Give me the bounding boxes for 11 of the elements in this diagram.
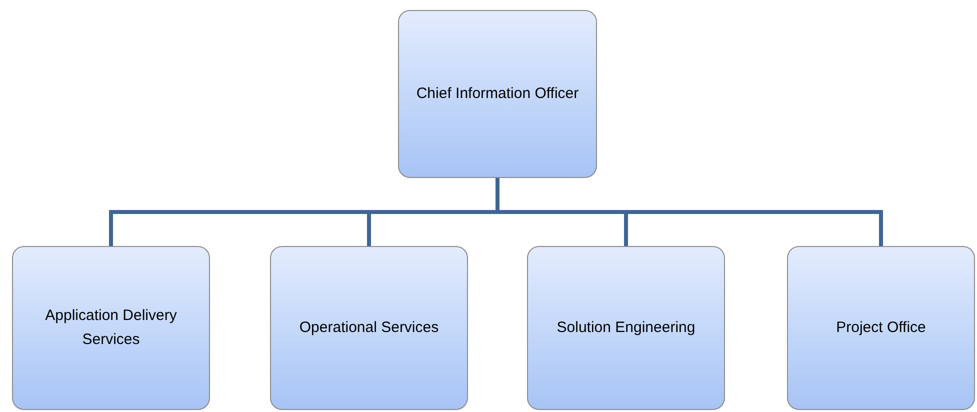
box-label: Operational Services: [299, 318, 439, 338]
org-box: [527, 246, 725, 410]
box-label: Application Delivery Services: [44, 306, 178, 350]
org-box: [398, 10, 597, 178]
box-label: Solution Engineering: [556, 318, 696, 338]
org-box: [12, 246, 210, 410]
box-label: Project Office: [836, 318, 926, 338]
connector-line: [496, 178, 883, 246]
org-box: [270, 246, 468, 410]
box-label: Chief Information Officer: [416, 84, 579, 104]
org-box: [787, 246, 975, 410]
